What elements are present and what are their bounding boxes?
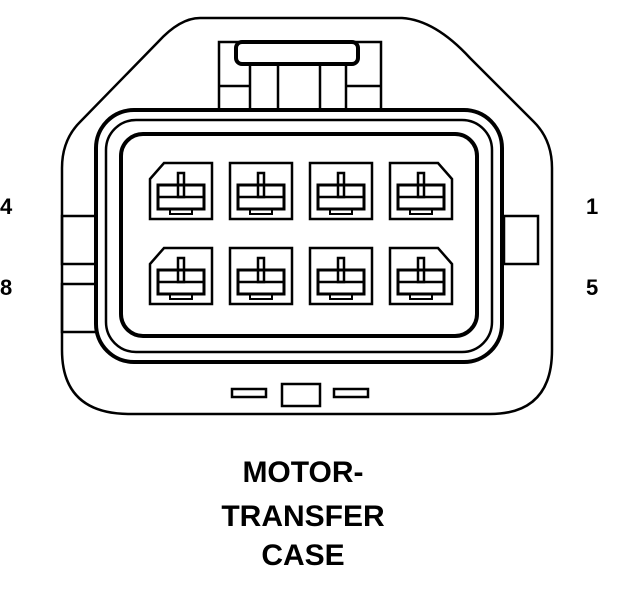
terminal-cavities xyxy=(148,161,454,306)
caption-line-3: CASE xyxy=(261,539,344,572)
pin-label-5: 5 xyxy=(586,275,598,300)
connector-housing-outer xyxy=(60,16,554,416)
side-ribs-right xyxy=(502,214,540,266)
pin-label-1: 1 xyxy=(586,194,598,219)
connector-face-frame-middle xyxy=(104,118,494,354)
terminal-cavity xyxy=(388,246,454,306)
connector-face-frame-inner xyxy=(119,132,479,338)
keying-marks xyxy=(230,382,370,408)
terminal-cavity xyxy=(148,246,214,306)
terminal-cavity xyxy=(228,161,294,221)
connector-face-frame-outer xyxy=(94,108,504,364)
pin-label-8: 8 xyxy=(0,275,12,300)
caption-line-1: MOTOR- xyxy=(242,456,363,489)
terminal-cavity xyxy=(308,161,374,221)
terminal-cavity xyxy=(388,161,454,221)
caption-line-2: TRANSFER xyxy=(221,500,385,533)
terminal-cavity xyxy=(228,246,294,306)
locking-latch xyxy=(217,40,383,112)
terminal-cavity xyxy=(308,246,374,306)
terminal-cavity xyxy=(148,161,214,221)
pin-label-4: 4 xyxy=(0,194,13,219)
side-ribs-left xyxy=(60,214,98,334)
